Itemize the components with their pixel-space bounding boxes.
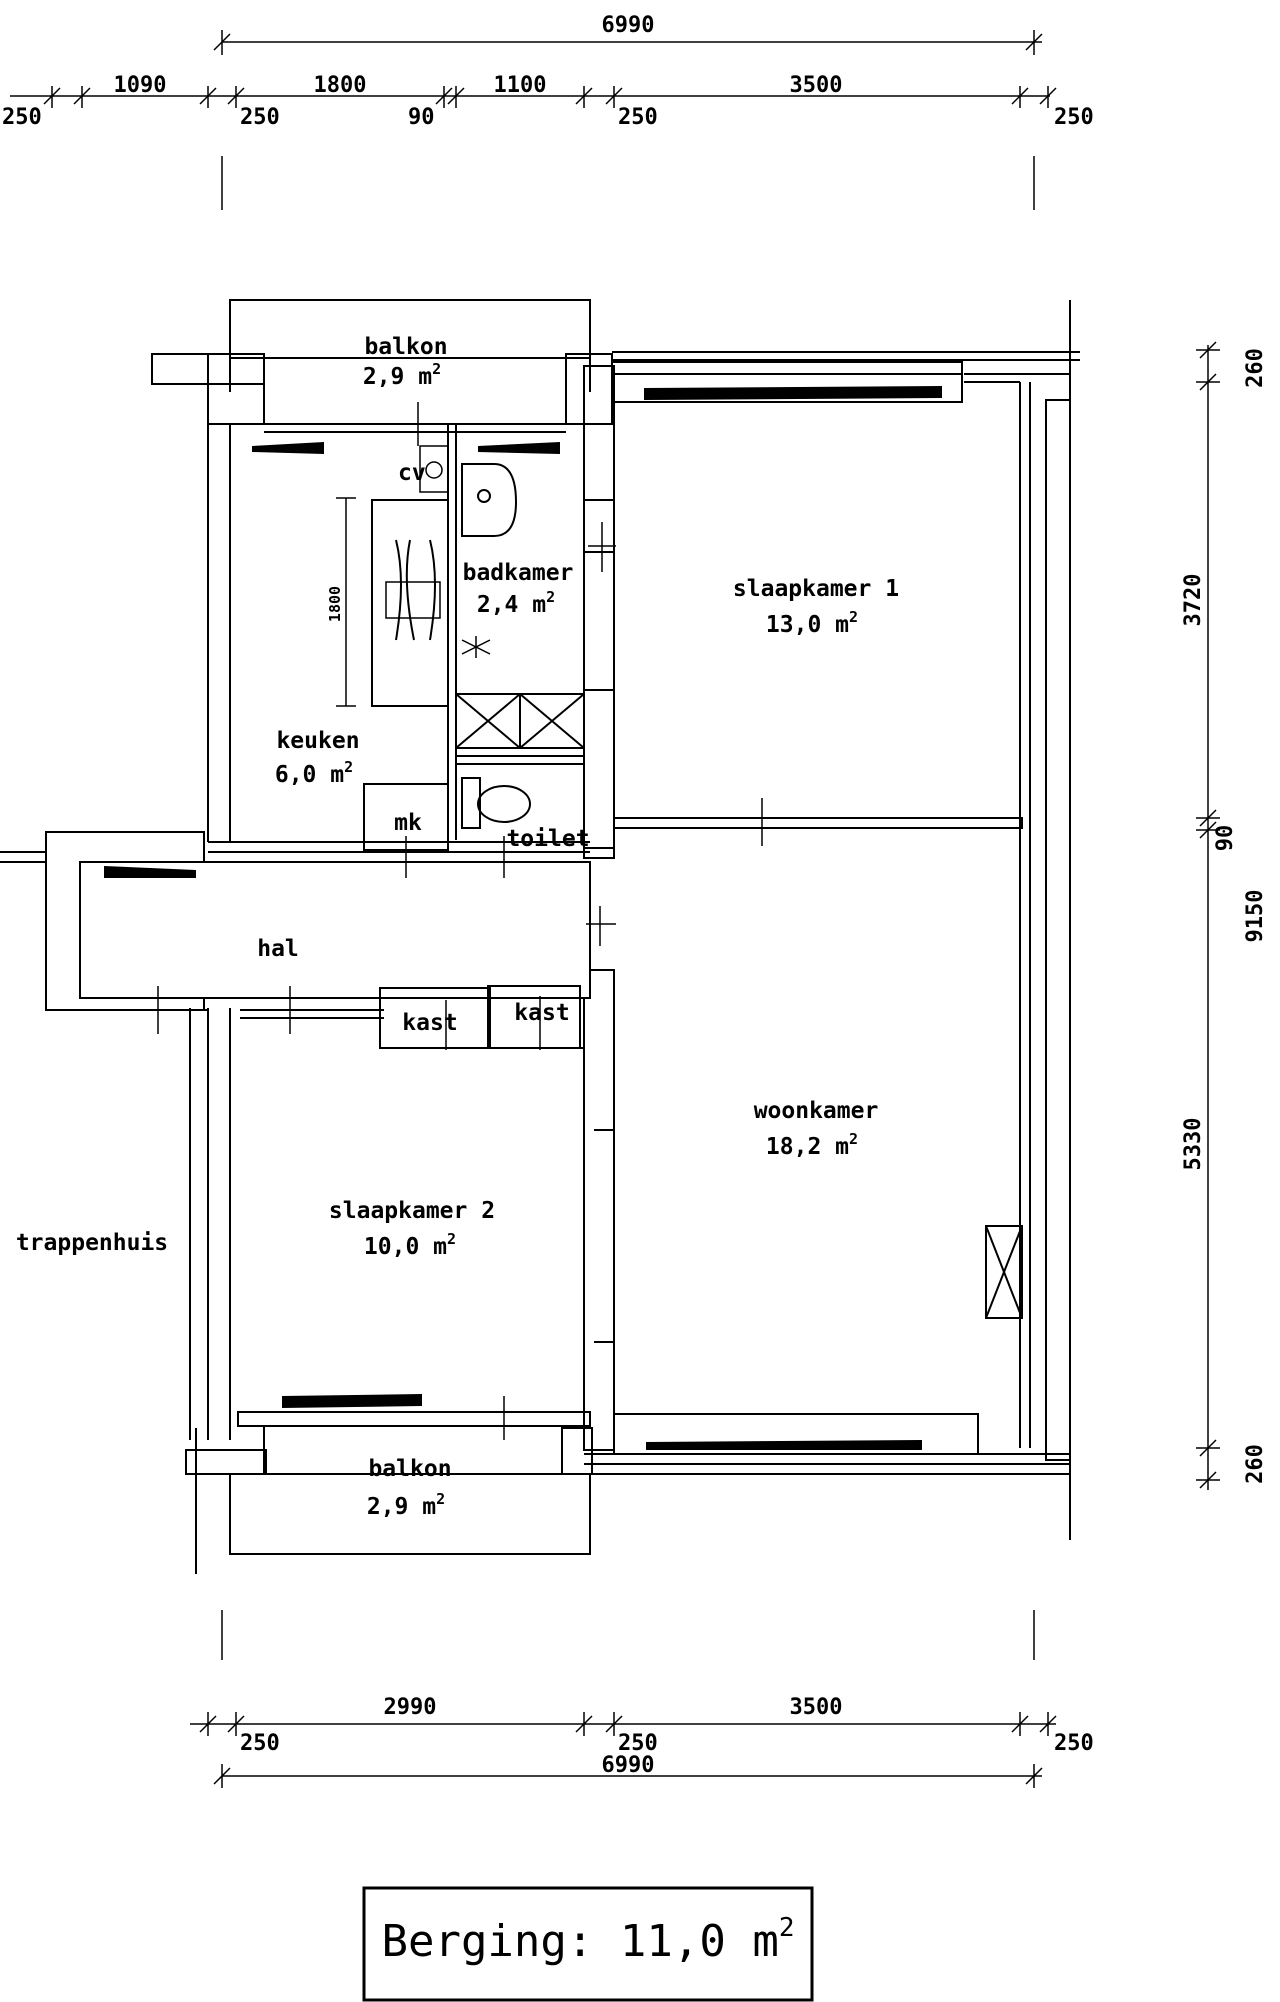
dim-bottom-wall-2: 250 (618, 1731, 658, 1756)
dim-right-9150: 9150 (1243, 890, 1268, 943)
sink-icon (461, 463, 518, 537)
room-labels: balkon 2,9 m2 cv badkamer 2,4 m2 slaapka… (16, 334, 899, 1520)
dim-bottom-wall-1: 250 (240, 1731, 280, 1756)
dim-top-1090: 1090 (114, 73, 167, 98)
dim-right-3720: 3720 (1181, 574, 1206, 627)
trappenhuis-label: trappenhuis (16, 1230, 168, 1256)
dimension-labels: 6990 1090 1800 1100 3500 250 250 90 250 … (2, 13, 1268, 1778)
dim-right-260-top: 260 (1243, 348, 1268, 388)
balkon-bottom-label: balkon (368, 1456, 451, 1482)
storage-area-label: Berging: 11,0 m2 (381, 1913, 794, 1967)
kast2-label: kast (514, 1000, 569, 1026)
keuken-label: keuken (276, 728, 359, 754)
walls (0, 299, 1080, 1574)
keuken-area: 6,0 m2 (275, 758, 353, 788)
slaapkamer1-area: 13,0 m2 (766, 608, 858, 638)
hal-label: hal (257, 936, 299, 962)
dim-right-5330: 5330 (1181, 1118, 1206, 1171)
badkamer-area: 2,4 m2 (477, 588, 555, 618)
window-sills (104, 386, 942, 1450)
dim-right-260-bottom: 260 (1243, 1444, 1268, 1484)
woonkamer-label: woonkamer (754, 1098, 879, 1124)
balkon-top-label: balkon (364, 334, 447, 360)
toilet-label: toilet (506, 826, 589, 852)
cv-label: cv (398, 460, 426, 486)
dim-bottom-3500: 3500 (790, 1695, 843, 1720)
dim-top-total: 6990 (602, 13, 655, 38)
toilet-icon (461, 777, 531, 829)
dim-top-wall-2: 250 (240, 105, 280, 130)
dim-bottom-total: 6990 (602, 1753, 655, 1778)
dim-top-wall-5: 250 (1054, 105, 1094, 130)
dim-bottom-wall-3: 250 (1054, 1731, 1094, 1756)
kast1-label: kast (402, 1010, 457, 1036)
kitchen-sink-icon (385, 581, 441, 619)
dim-bottom-2990: 2990 (384, 1695, 437, 1720)
dim-top-wall-1: 250 (2, 105, 42, 130)
dim-counter-1800: 1800 (326, 586, 344, 622)
balkon-top-area: 2,9 m2 (363, 360, 441, 390)
dim-top-1800: 1800 (314, 73, 367, 98)
door-markers (157, 402, 763, 1440)
dim-top-1100: 1100 (494, 73, 547, 98)
slaapkamer1-label: slaapkamer 1 (733, 576, 899, 602)
dim-top-3500: 3500 (790, 73, 843, 98)
storage-box: Berging: 11,0 m2 (362, 1886, 814, 2002)
dim-right-90: 90 (1213, 825, 1238, 852)
storage-box-frame (362, 1886, 814, 2002)
badkamer-label: badkamer (463, 560, 574, 586)
mk-label: mk (394, 810, 422, 836)
balkon-bottom-area: 2,9 m2 (367, 1490, 445, 1520)
cv-boiler-icon (419, 445, 449, 493)
woonkamer-area: 18,2 m2 (766, 1130, 858, 1160)
dimension-lines (10, 30, 1220, 1788)
slaapkamer2-label: slaapkamer 2 (329, 1198, 495, 1224)
dim-top-wall-4: 250 (618, 105, 658, 130)
slaapkamer2-area: 10,0 m2 (364, 1230, 456, 1260)
dim-top-wall-3: 90 (408, 105, 435, 130)
